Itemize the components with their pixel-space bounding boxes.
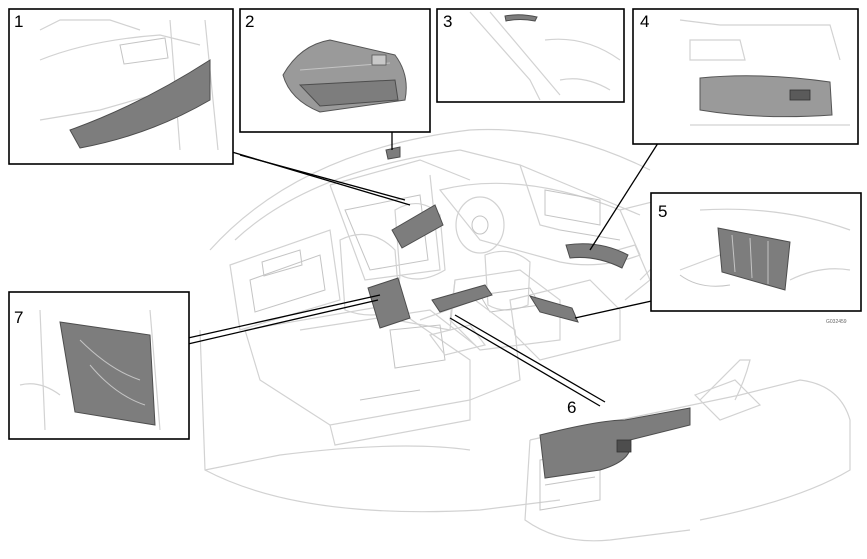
inset-5-seat-side-pocket: 5 bbox=[650, 192, 862, 312]
highlight-seat-back-pocket bbox=[367, 277, 411, 329]
detail-6-armrest-console: 6 bbox=[524, 359, 851, 542]
highlight-front-door-pocket bbox=[391, 204, 444, 249]
inset-2-sun-visor-holder: 2 bbox=[239, 8, 431, 133]
highlight-armrest-console bbox=[431, 284, 493, 313]
inset-1-front-door-pocket: 1 bbox=[8, 8, 234, 165]
highlight-seat-side-pocket bbox=[528, 295, 579, 323]
callout-1: 1 bbox=[14, 12, 23, 31]
leader-lines bbox=[187, 131, 666, 407]
highlight-sun-visor-holder bbox=[385, 146, 401, 160]
inset-4-glovebox: 4 bbox=[632, 8, 859, 145]
inset-7-seat-back-pocket: 7 bbox=[8, 291, 190, 440]
inset-3-ticket-holder: 3 bbox=[436, 8, 625, 103]
callout-6: 6 bbox=[567, 398, 576, 417]
callout-4: 4 bbox=[640, 12, 649, 31]
callout-3: 3 bbox=[443, 12, 452, 31]
callout-7: 7 bbox=[14, 308, 23, 327]
figure-code: G032459 bbox=[826, 319, 847, 325]
highlight-glovebox bbox=[565, 243, 629, 269]
callout-5: 5 bbox=[658, 202, 667, 221]
callout-2: 2 bbox=[245, 12, 254, 31]
